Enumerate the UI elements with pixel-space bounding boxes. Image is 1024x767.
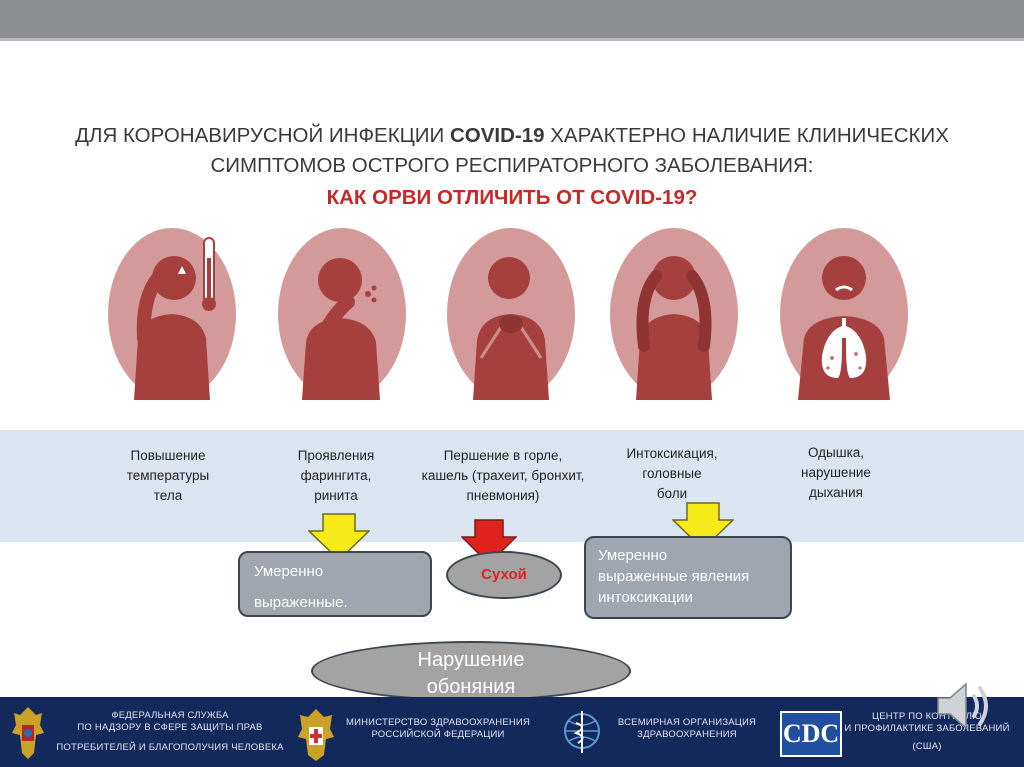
minzdrav-emblem-icon (298, 709, 334, 761)
note-moderate-box: Умеренно выраженные. (238, 551, 432, 617)
symptom-label-pharyngitis: Проявления фарингита, ринита (297, 448, 375, 503)
footer-org-rospotrebnadzor: ФЕДЕРАЛЬНАЯ СЛУЖБА ПО НАДЗОРУ В СФЕРЕ ЗА… (56, 710, 284, 753)
yellow-arrow-down-icon (672, 502, 734, 550)
top-bar (0, 0, 1024, 38)
symptom-illustrations (0, 228, 1024, 403)
sore-throat-icon (447, 228, 575, 400)
symptom-label-fever: Повышение температуры тела (126, 448, 210, 503)
sneeze-icon (278, 228, 406, 400)
symptom-label-intoxication: Интоксикация, головные боли (626, 446, 718, 501)
lungs-icon (780, 228, 908, 400)
fever-icon (108, 228, 236, 400)
symptom-label-band (0, 430, 1024, 542)
note-intoxication-box: Умеренно выраженные явления интоксикации (584, 536, 792, 619)
title-line-1: ДЛЯ КОРОНАВИРУСНОЙ ИНФЕКЦИИ COVID-19 ХАР… (75, 124, 949, 147)
top-bar-divider (0, 38, 1024, 41)
cdc-logo: CDC (780, 711, 842, 757)
who-emblem-icon (564, 711, 600, 753)
subtitle: КАК ОРВИ ОТЛИЧИТЬ ОТ COVID-19? (326, 186, 698, 209)
footer-bar: ФЕДЕРАЛЬНАЯ СЛУЖБА ПО НАДЗОРУ В СФЕРЕ ЗА… (0, 697, 1024, 767)
speaker-icon[interactable] (934, 676, 1000, 736)
title-line-2: СИМПТОМОВ ОСТРОГО РЕСПИРАТОРНОГО ЗАБОЛЕВ… (210, 154, 814, 177)
footer-org-minzdrav: МИНИСТЕРСТВО ЗДРАВООХРАНЕНИЯ РОССИЙСКОЙ … (345, 717, 531, 740)
yellow-arrow-down-icon (308, 513, 370, 561)
headache-icon (610, 228, 738, 400)
rospotrebnadzor-emblem-icon (12, 707, 44, 759)
symptom-label-throat-cough: Першение в горле, кашель (трахеит, бронх… (421, 448, 585, 503)
note-dry-oval: Сухой (446, 551, 562, 599)
footer-org-cdc: ЦЕНТР ПО КОНТРОЛЮ И ПРОФИЛАКТИКЕ ЗАБОЛЕВ… (844, 711, 1010, 752)
note-smell-oval: Нарушение обоняния (311, 641, 631, 701)
footer-org-who: ВСЕМИРНАЯ ОРГАНИЗАЦИЯ ЗДРАВООХРАНЕНИЯ (617, 717, 757, 740)
symptom-label-dyspnea: Одышка, нарушение дыхания (801, 445, 871, 500)
